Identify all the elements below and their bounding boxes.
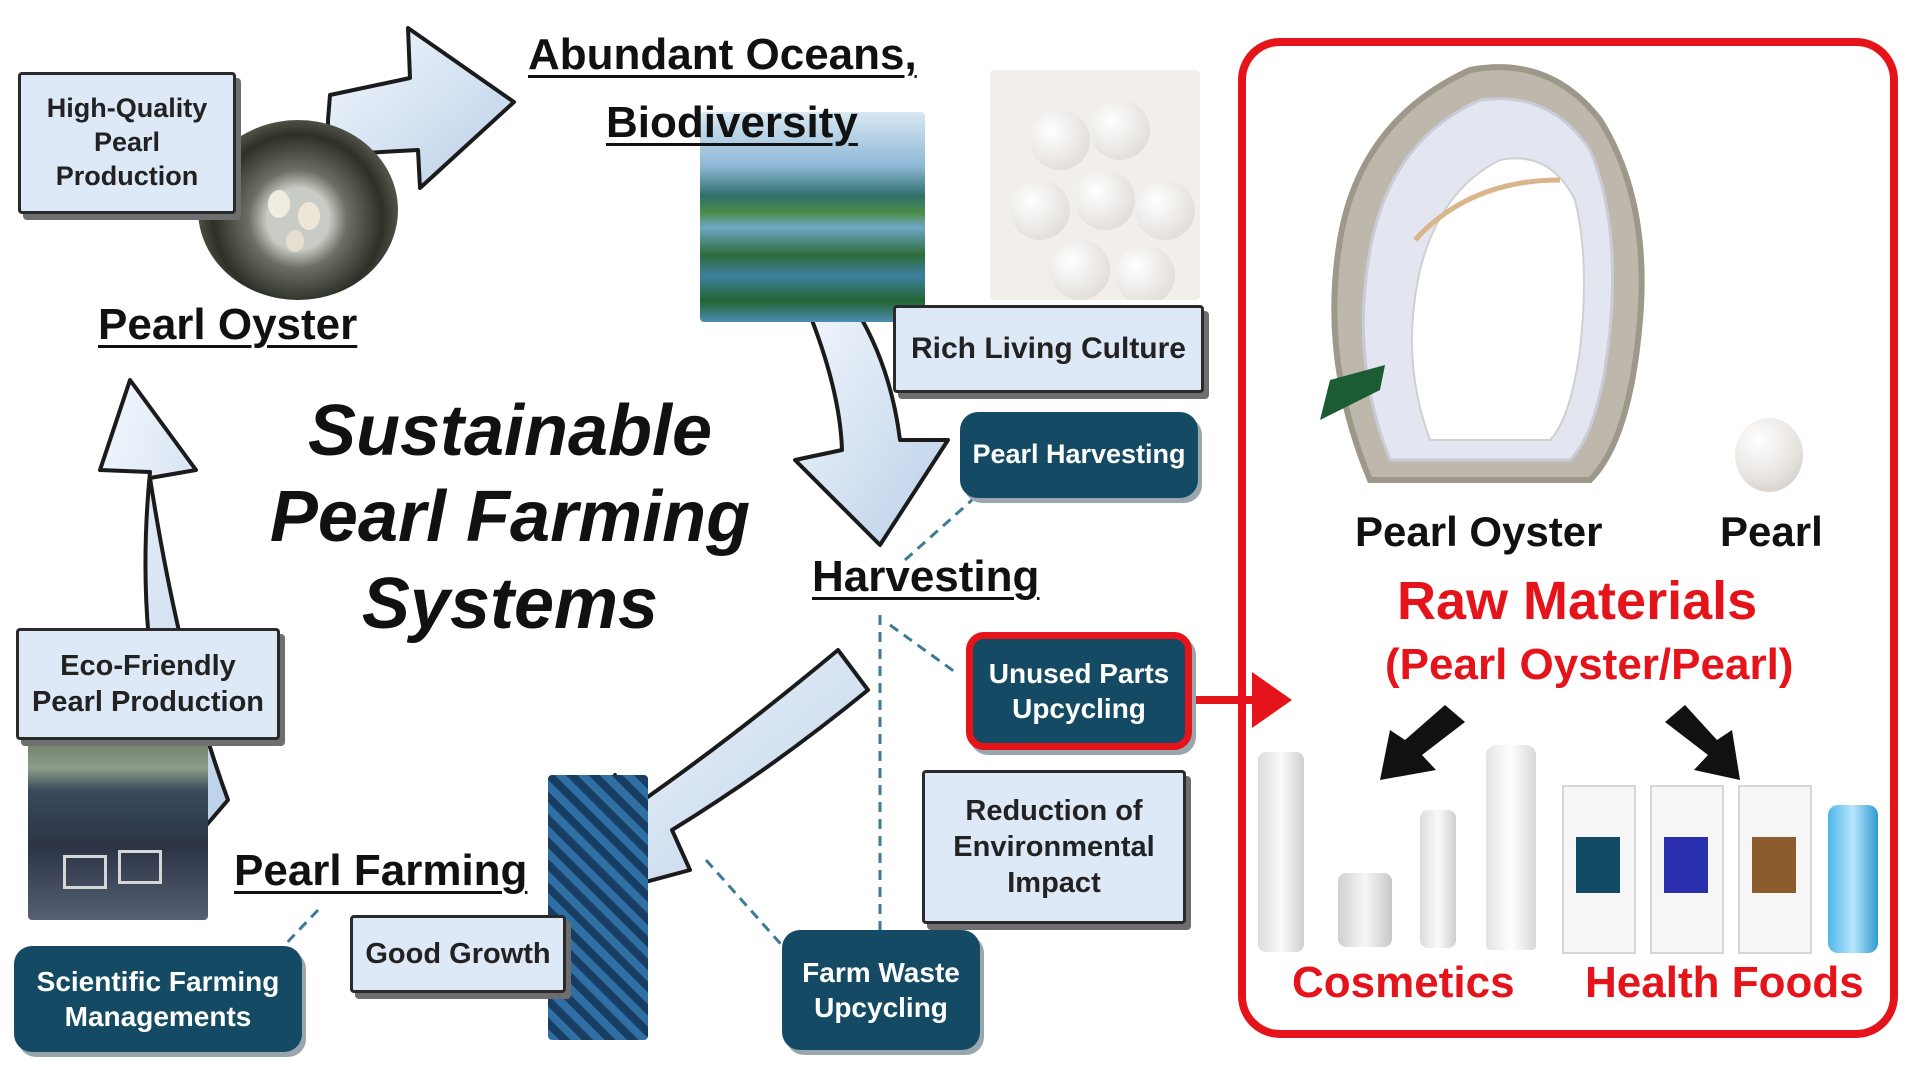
box-pearl-harvesting: Pearl Harvesting bbox=[960, 412, 1198, 498]
pearl-oyster-shell-illustration bbox=[1320, 64, 1645, 483]
box-text-line: Environmental bbox=[953, 830, 1155, 863]
title-line-2: Pearl Farming bbox=[269, 477, 751, 558]
underwater-net-photo bbox=[548, 775, 648, 1040]
panel-pearl-label: Pearl bbox=[1720, 508, 1823, 555]
arrow-to-raw-materials bbox=[1180, 672, 1292, 728]
box-text-line: Reduction of bbox=[965, 794, 1143, 827]
box-text-line: Pearl Production bbox=[31, 686, 265, 718]
raw-materials-title: Raw Materials bbox=[1397, 571, 1758, 631]
health-food-products bbox=[1562, 785, 1878, 955]
box-text-line: Pearl bbox=[93, 127, 161, 158]
ocean-islands-photo bbox=[700, 112, 925, 322]
box-scientific-farming-managements: Scientific Farming Managements bbox=[14, 946, 302, 1052]
cosmetics-label: Cosmetics bbox=[1292, 958, 1515, 1007]
box-good-growth: Good Growth bbox=[350, 915, 566, 993]
box-text-line: Managements bbox=[64, 1001, 252, 1032]
arrow-to-cosmetics bbox=[1380, 705, 1465, 780]
title-line-3: Systems bbox=[361, 563, 659, 644]
box-text-line: Farm Waste bbox=[802, 957, 960, 988]
arrow-to-health-foods bbox=[1665, 705, 1740, 780]
box-text-line: Production bbox=[55, 160, 199, 191]
box-text-line: Eco-Friendly bbox=[60, 649, 236, 682]
box-farm-waste-upcycling: Farm Waste Upcycling bbox=[782, 930, 980, 1050]
box-unused-parts-upcycling: Unused Parts Upcycling bbox=[966, 632, 1192, 750]
title-line-1: Sustainable bbox=[307, 391, 713, 471]
diagram-title: Sustainable Pearl Farming Systems bbox=[240, 388, 780, 647]
box-rich-living-culture: Rich Living Culture bbox=[893, 305, 1204, 393]
box-text-line: Impact bbox=[1007, 867, 1101, 900]
pearl-illustration bbox=[1735, 418, 1803, 492]
panel-pearl-oyster-label: Pearl Oyster bbox=[1355, 508, 1603, 555]
stage-harvesting: Harvesting bbox=[812, 552, 1040, 601]
dashed-connectors bbox=[278, 498, 974, 961]
box-eco-friendly-pearl-production: Eco-Friendly Pearl Production bbox=[16, 628, 280, 740]
box-high-quality-pearl-production: High-Quality Pearl Production bbox=[18, 72, 236, 214]
cosmetics-products bbox=[1258, 740, 1548, 952]
raw-materials-panel bbox=[1238, 38, 1898, 1038]
stage-pearl-farming: Pearl Farming bbox=[234, 846, 528, 895]
pearls-photo bbox=[990, 70, 1200, 300]
product-arrows bbox=[1380, 705, 1740, 780]
arrow-to-harvesting bbox=[793, 298, 950, 547]
box-text-line: Upcycling bbox=[814, 992, 948, 1023]
box-text-line: Scientific Farming bbox=[36, 966, 280, 997]
stage-abundant-oceans-line1: Abundant Oceans, bbox=[528, 30, 917, 79]
box-reduction-environmental-impact: Reduction of Environmental Impact bbox=[922, 770, 1186, 924]
box-text-line: Upcycling bbox=[1012, 693, 1146, 724]
stage-pearl-oyster: Pearl Oyster bbox=[98, 300, 358, 349]
stage-abundant-oceans-line2: Biodiversity bbox=[606, 98, 858, 147]
box-text-line: High-Quality bbox=[46, 93, 208, 124]
health-foods-label: Health Foods bbox=[1585, 958, 1864, 1007]
box-text-line: Unused Parts bbox=[988, 658, 1170, 689]
raw-materials-subtitle: (Pearl Oyster/Pearl) bbox=[1385, 640, 1794, 689]
farming-rafts-photo bbox=[28, 735, 208, 920]
